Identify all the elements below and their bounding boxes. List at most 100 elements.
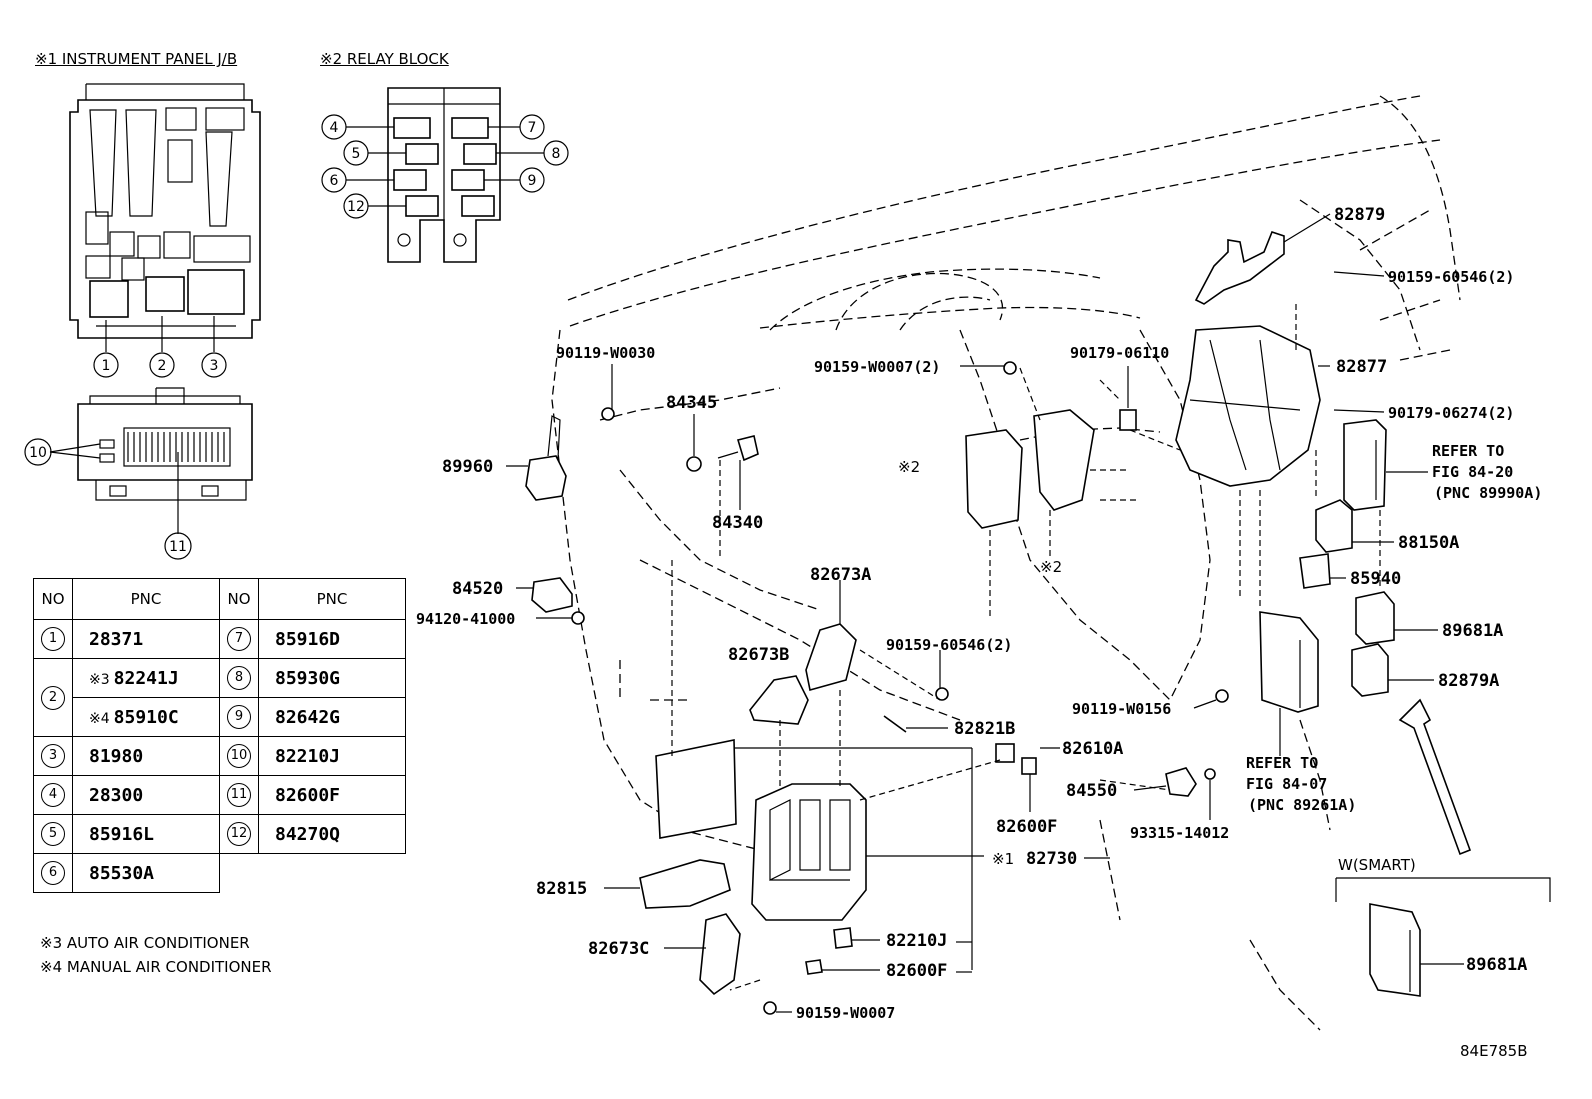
table-no: 10 <box>227 744 251 768</box>
jb-callout-10: 10 <box>24 438 52 466</box>
bolt-90119-w0156 <box>1215 689 1229 703</box>
jb-callout-2: 2 <box>149 352 175 378</box>
relay-bracket-right <box>1033 409 1095 511</box>
label-82673c: 82673C <box>588 939 649 959</box>
svg-text:8: 8 <box>552 146 561 162</box>
note-manual-air-conditioner: ※4 MANUAL AIR CONDITIONER <box>40 958 272 976</box>
bolt-90159-w0007 <box>763 1001 777 1015</box>
label-89960: 89960 <box>442 457 493 477</box>
bracket-82673c <box>699 913 741 996</box>
table-pnc: 82241J <box>113 667 179 689</box>
refer-2-line-3: (PNC 89261A) <box>1248 796 1356 814</box>
table-pnc: 84270Q <box>258 814 406 854</box>
horn-84520 <box>531 577 573 613</box>
note-auto-air-conditioner: ※3 AUTO AIR CONDITIONER <box>40 934 250 952</box>
label-82610a: 82610A <box>1062 739 1123 759</box>
svg-text:3: 3 <box>210 358 219 374</box>
label-mark-2a: ※2 <box>898 458 920 476</box>
junction-bracket-82877 <box>1175 325 1321 487</box>
ecu-89261a <box>1259 611 1319 713</box>
label-82821b: 82821B <box>954 719 1015 739</box>
table-row: 4 28300 11 82600F <box>33 775 406 815</box>
label-90119-w0156: 90119-W0156 <box>1072 700 1171 718</box>
label-90159-60546-2a: 90159-60546(2) <box>1388 268 1514 286</box>
ecu-89990a <box>1343 419 1387 511</box>
table-mark: ※3 <box>89 671 110 688</box>
table-header-no: NO <box>219 578 259 620</box>
jb-callout-1: 1 <box>93 352 119 378</box>
dashboard-outline <box>551 95 1461 1031</box>
switch-84340 <box>717 435 759 462</box>
table-row: 6 85530A <box>33 853 406 893</box>
bracket-82673b <box>749 675 809 725</box>
nut-94120 <box>571 611 585 625</box>
label-82879a: 82879A <box>1438 671 1499 691</box>
module-88150a <box>1315 499 1353 553</box>
instrument-panel-jb-header: ※1 INSTRUMENT PANEL J/B <box>35 50 238 68</box>
label-89681a-1: 89681A <box>1442 621 1503 641</box>
table-pnc: 82210J <box>258 736 406 776</box>
table-no: 8 <box>227 666 251 690</box>
table-pnc: 81980 <box>72 736 220 776</box>
label-82210j: 82210J <box>886 931 947 951</box>
relay-85940 <box>1299 553 1331 589</box>
jb-callout-11: 11 <box>164 532 192 560</box>
clip-90179-06110 <box>1119 409 1137 431</box>
table-row: 3 81980 10 82210J <box>33 736 406 776</box>
relay-block-header: ※2 RELAY BLOCK <box>320 50 449 68</box>
clip-82821b <box>883 715 907 733</box>
table-header-pnc: PNC <box>258 578 406 620</box>
label-89681a-2: 89681A <box>1466 955 1527 975</box>
cover-84345 <box>686 456 702 472</box>
label-88150a: 88150A <box>1398 533 1459 553</box>
relay-callout-5: 5 <box>343 140 369 166</box>
refer-2-line-1: REFER TO <box>1246 754 1318 772</box>
label-90159-w0007: 90159-W0007 <box>796 1004 895 1022</box>
table-pnc: 28300 <box>72 775 220 815</box>
cover-82815 <box>639 859 731 909</box>
table-pnc: 82600F <box>258 775 406 815</box>
table-no: 7 <box>227 627 251 651</box>
svg-text:6: 6 <box>330 173 339 189</box>
table-pnc: 85916L <box>72 814 220 854</box>
label-90159-w0007-2: 90159-W0007(2) <box>814 358 940 376</box>
table-no: 11 <box>227 783 251 807</box>
relay-callout-6: 6 <box>321 167 347 193</box>
relay-callout-7: 7 <box>519 114 545 140</box>
leader-lines <box>506 213 1464 1013</box>
table-header-pnc: PNC <box>72 578 220 620</box>
svg-text:7: 7 <box>528 120 537 136</box>
table-no: 5 <box>41 822 65 846</box>
table-header-row: NO PNC NO PNC <box>33 578 406 620</box>
table-row: 1 28371 7 85916D <box>33 619 406 659</box>
refer-1-line-3: (PNC 89990A) <box>1434 484 1542 502</box>
jb-side-view <box>49 387 253 534</box>
label-90159-60546-2b: 90159-60546(2) <box>886 636 1012 654</box>
screw-93315 <box>1204 768 1216 780</box>
label-93315-14012: 93315-14012 <box>1130 824 1229 842</box>
svg-text:4: 4 <box>330 120 339 136</box>
label-90179-06110: 90179-06110 <box>1070 344 1169 362</box>
table-no: 9 <box>227 705 251 729</box>
bolt-90159-60546 <box>935 687 949 701</box>
label-85940: 85940 <box>1350 569 1401 589</box>
jb-top-view <box>69 83 261 352</box>
fuse-82600f <box>805 959 823 975</box>
table-no: 2 <box>41 685 65 710</box>
smart-ecu-89681a <box>1369 903 1421 997</box>
label-82673b: 82673B <box>728 645 789 665</box>
svg-text:9: 9 <box>528 173 537 189</box>
plate-82730 <box>655 739 737 839</box>
buzzer-82879a <box>1351 643 1389 697</box>
switch-89960 <box>525 415 567 501</box>
smart-box <box>1335 877 1551 902</box>
bracket-84550 <box>1165 767 1197 797</box>
label-82730: 82730 <box>1026 849 1077 869</box>
table-pnc: 85930G <box>258 658 406 698</box>
relay-callout-9: 9 <box>519 167 545 193</box>
table-no: 12 <box>227 822 251 846</box>
label-84550: 84550 <box>1066 781 1117 801</box>
bracket-82673a <box>805 623 857 692</box>
